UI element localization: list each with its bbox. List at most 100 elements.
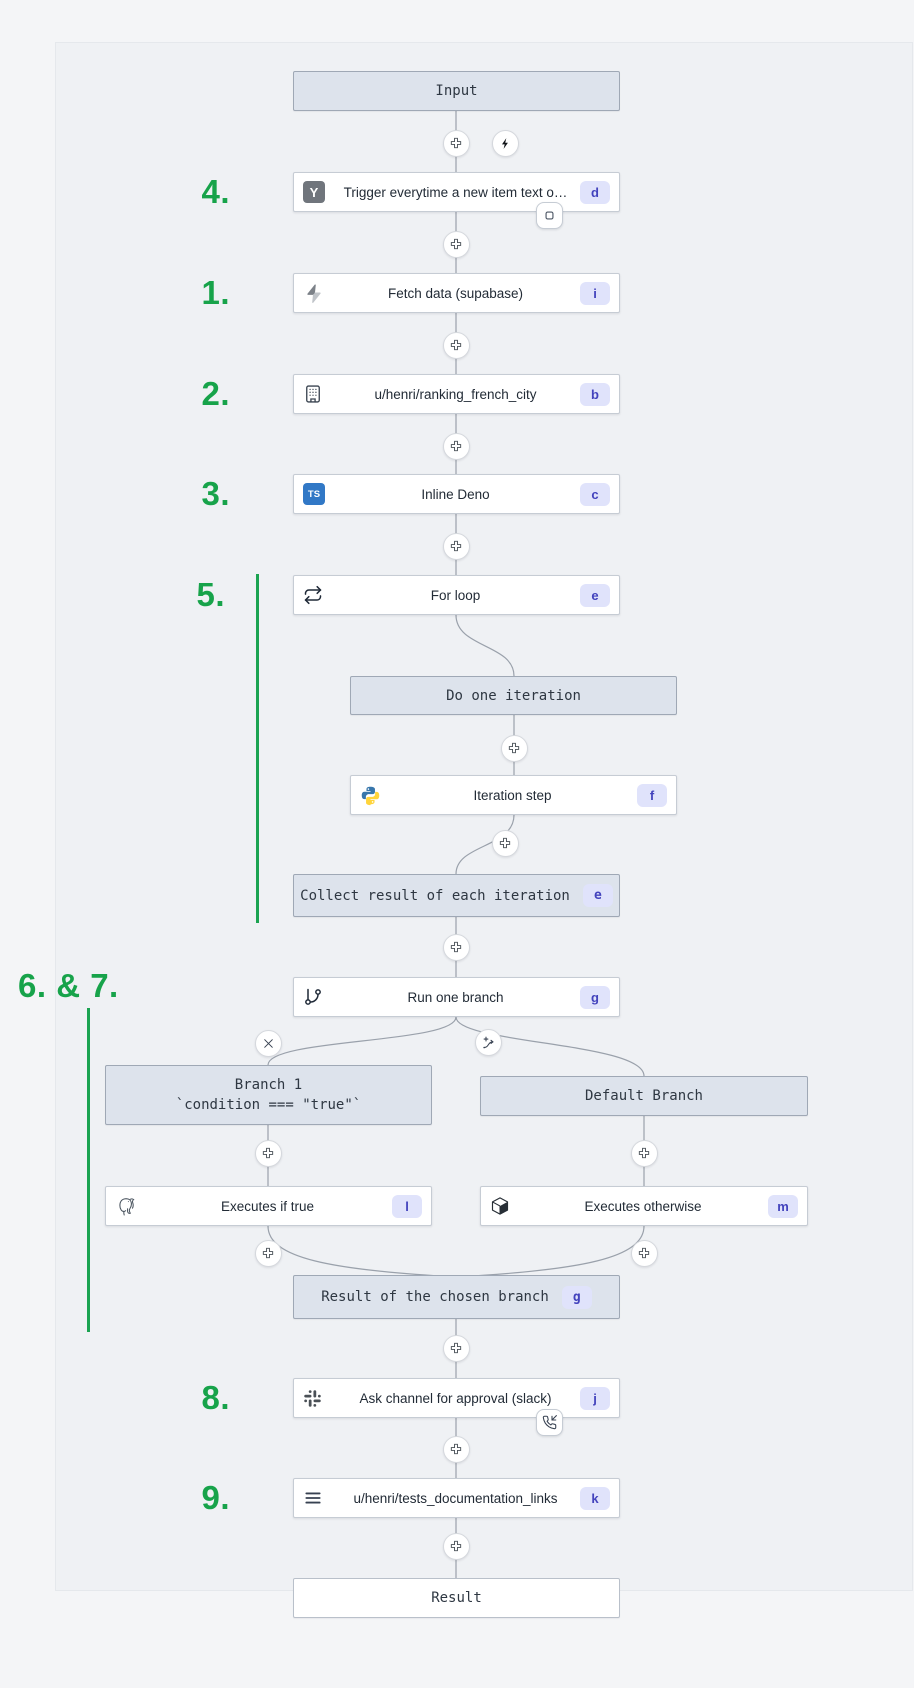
step-badge-ranking: b — [580, 382, 610, 406]
section-line-branches — [87, 1008, 90, 1332]
add-step-button[interactable] — [500, 734, 528, 762]
repeat-icon — [303, 585, 331, 605]
step-label-trigger: Trigger everytime a new item text o… — [343, 184, 568, 200]
collect-result-badge: e — [582, 884, 613, 907]
add-branch-button[interactable] — [474, 1028, 502, 1056]
plus-icon — [638, 1147, 650, 1159]
step-badge-inline-deno: c — [580, 482, 610, 506]
python-icon — [360, 785, 388, 806]
step-node-executes-otherwise[interactable]: Executes otherwise m — [480, 1186, 808, 1226]
step-node-iteration-step[interactable]: Iteration step f — [350, 775, 677, 815]
do-one-iteration-label: Do one iteration — [446, 687, 581, 704]
step-node-for-loop[interactable]: For loop e — [293, 575, 620, 615]
annotation-9: 9. — [201, 1479, 230, 1516]
add-step-button[interactable] — [442, 1334, 470, 1362]
step-node-run-one-branch[interactable]: Run one branch g — [293, 977, 620, 1017]
default-branch-node[interactable]: Default Branch — [480, 1076, 808, 1116]
input-node-label: Input — [435, 83, 478, 99]
result-node[interactable]: Result — [293, 1578, 620, 1618]
add-step-button[interactable] — [491, 829, 519, 857]
plus-icon — [450, 540, 462, 552]
step-label-ranking: u/henri/ranking_french_city — [374, 386, 537, 402]
step-node-ranking[interactable]: u/henri/ranking_french_city b — [293, 374, 620, 414]
add-step-button[interactable] — [254, 1139, 282, 1167]
step-label-executes-otherwise: Executes otherwise — [584, 1198, 702, 1214]
close-icon — [263, 1038, 273, 1048]
annotation-5: 5. — [196, 576, 225, 613]
step-node-trigger[interactable]: Y Trigger everytime a new item text o… d — [293, 172, 620, 212]
remove-branch-button[interactable] — [254, 1029, 282, 1057]
annotation-6-7: 6. & 7. — [18, 967, 119, 1004]
plus-icon — [450, 440, 462, 452]
cube-icon — [490, 1196, 518, 1216]
plus-icon — [450, 339, 462, 351]
menu-icon — [303, 1488, 331, 1508]
step-badge-run-one-branch: g — [580, 985, 610, 1009]
building-icon — [303, 384, 331, 404]
approval-suspend-button[interactable] — [536, 1409, 563, 1436]
annotation-2: 2. — [201, 375, 230, 412]
step-badge-executes-otherwise: m — [768, 1194, 798, 1218]
typescript-icon: TS — [303, 483, 325, 505]
add-branch-icon — [482, 1036, 494, 1048]
annotation-1: 1. — [201, 274, 230, 311]
add-step-button[interactable] — [442, 532, 470, 560]
add-step-button[interactable] — [442, 1435, 470, 1463]
chosen-branch-result-badge: g — [561, 1285, 592, 1309]
result-node-label: Result — [431, 1590, 482, 1606]
step-label-executes-if-true: Executes if true — [220, 1198, 315, 1214]
postgresql-icon — [115, 1196, 143, 1217]
chosen-branch-result-label: Result of the chosen branch — [321, 1289, 549, 1305]
add-step-button[interactable] — [630, 1239, 658, 1267]
add-step-button[interactable] — [630, 1139, 658, 1167]
step-label-iteration-step: Iteration step — [473, 787, 552, 803]
step-badge-executes-if-true: l — [392, 1194, 422, 1218]
step-node-ask-approval[interactable]: Ask channel for approval (slack) j — [293, 1378, 620, 1418]
add-step-button[interactable] — [442, 933, 470, 961]
annotation-4: 4. — [201, 173, 230, 210]
add-step-button[interactable] — [442, 432, 470, 460]
step-badge-trigger: d — [580, 180, 610, 204]
step-label-inline-deno: Inline Deno — [421, 486, 490, 502]
branch-1-title: Branch 1 — [234, 1077, 303, 1093]
chosen-branch-result-node[interactable]: Result of the chosen branch g — [293, 1275, 620, 1319]
hackernews-icon: Y — [303, 181, 325, 203]
step-label-tests-documentation: u/henri/tests_documentation_links — [353, 1490, 558, 1506]
step-label-for-loop: For loop — [430, 587, 481, 603]
step-badge-tests-documentation: k — [580, 1486, 610, 1510]
collect-result-label: Collect result of each iteration — [300, 887, 570, 904]
plus-icon — [450, 1443, 462, 1455]
step-node-fetch-data[interactable]: Fetch data (supabase) i — [293, 273, 620, 313]
annotation-8: 8. — [201, 1379, 230, 1416]
phone-incoming-icon — [542, 1415, 557, 1430]
plus-icon — [450, 238, 462, 250]
collect-result-node[interactable]: Collect result of each iteration e — [293, 874, 620, 917]
lightning-icon — [501, 137, 508, 149]
step-label-ask-approval: Ask channel for approval (slack) — [359, 1390, 552, 1406]
add-step-button[interactable] — [254, 1239, 282, 1267]
add-step-button[interactable] — [442, 230, 470, 258]
branch-1-node[interactable]: Branch 1 `condition === "true"` — [105, 1065, 432, 1125]
step-node-tests-documentation[interactable]: u/henri/tests_documentation_links k — [293, 1478, 620, 1518]
plus-icon — [262, 1147, 274, 1159]
add-step-button[interactable] — [442, 129, 470, 157]
plus-icon — [450, 941, 462, 953]
plus-icon — [450, 137, 462, 149]
add-step-button[interactable] — [442, 331, 470, 359]
git-branch-icon — [303, 987, 331, 1007]
do-one-iteration-node[interactable]: Do one iteration — [350, 676, 677, 715]
plus-icon — [450, 1342, 462, 1354]
unschedule-button[interactable] — [536, 202, 563, 229]
default-branch-label: Default Branch — [584, 1088, 703, 1104]
input-node[interactable]: Input — [293, 71, 620, 111]
step-node-inline-deno[interactable]: TS Inline Deno c — [293, 474, 620, 514]
step-badge-for-loop: e — [580, 583, 610, 607]
plus-icon — [508, 742, 520, 754]
supabase-bolt-icon — [303, 283, 331, 304]
run-trigger-button[interactable] — [491, 129, 519, 157]
square-icon — [545, 211, 554, 220]
slack-icon — [303, 1389, 331, 1408]
add-step-button[interactable] — [442, 1532, 470, 1560]
step-node-executes-if-true[interactable]: Executes if true l — [105, 1186, 432, 1226]
